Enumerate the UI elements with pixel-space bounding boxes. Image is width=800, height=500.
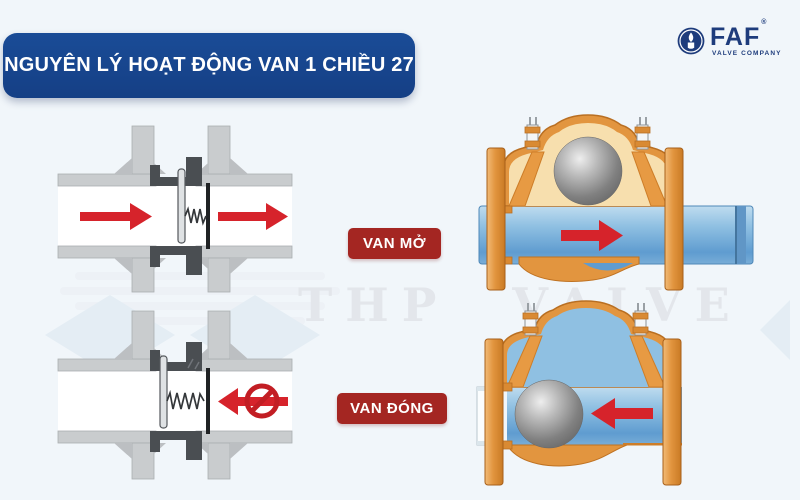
blocked-flow-arrow-left bbox=[218, 383, 288, 419]
valve-open-label: VAN MỞ bbox=[348, 228, 441, 259]
lower-body-casting bbox=[506, 444, 628, 467]
ball-check-valve-closed-illustration bbox=[476, 300, 682, 486]
logo-name: FAF bbox=[710, 23, 761, 51]
watermark-text: THP VALVE bbox=[298, 278, 743, 332]
faf-logo-text: FAF® VALVE COMPANY bbox=[710, 19, 782, 58]
valve-disc bbox=[206, 183, 210, 249]
spring-extended bbox=[166, 389, 205, 410]
spring bbox=[184, 206, 207, 226]
valve-seat bbox=[206, 368, 210, 434]
check-ball-seated bbox=[514, 379, 584, 449]
registered-mark: ® bbox=[761, 18, 768, 26]
blocked-flow-arrow-left bbox=[591, 398, 653, 429]
title-banner: NGUYÊN LÝ HOẠT ĐỘNG VAN 1 CHIỀU 27 bbox=[3, 33, 415, 98]
bonnet-bolts bbox=[524, 117, 651, 150]
valve-closed-label: VAN ĐÓNG bbox=[337, 393, 447, 424]
valve-in-circle-icon bbox=[677, 27, 705, 55]
crack-marks bbox=[187, 358, 200, 370]
left-flange bbox=[486, 147, 506, 291]
disc-guide-plate bbox=[159, 355, 168, 429]
faf-logo: FAF® VALVE COMPANY bbox=[676, 19, 782, 58]
ball-check-valve-open-illustration bbox=[478, 114, 754, 291]
flow-arrow-right bbox=[80, 203, 288, 230]
logo-subtitle: VALVE COMPANY bbox=[712, 50, 782, 57]
prohibition-icon bbox=[244, 383, 280, 419]
water-filled-chamber bbox=[507, 308, 665, 387]
check-valve-closed-schematic bbox=[57, 310, 293, 480]
bonnet-bolts bbox=[522, 303, 649, 336]
left-flange bbox=[484, 338, 504, 486]
page-title: NGUYÊN LÝ HOẠT ĐỘNG VAN 1 CHIỀU 27 bbox=[4, 54, 414, 76]
right-flange bbox=[662, 338, 682, 486]
flow-arrow-right bbox=[561, 220, 623, 251]
check-valve-open-schematic bbox=[57, 125, 293, 293]
disc-guide-plate bbox=[177, 168, 186, 244]
right-flange bbox=[664, 147, 684, 291]
lower-body-casting bbox=[518, 256, 640, 282]
check-ball bbox=[553, 136, 623, 206]
